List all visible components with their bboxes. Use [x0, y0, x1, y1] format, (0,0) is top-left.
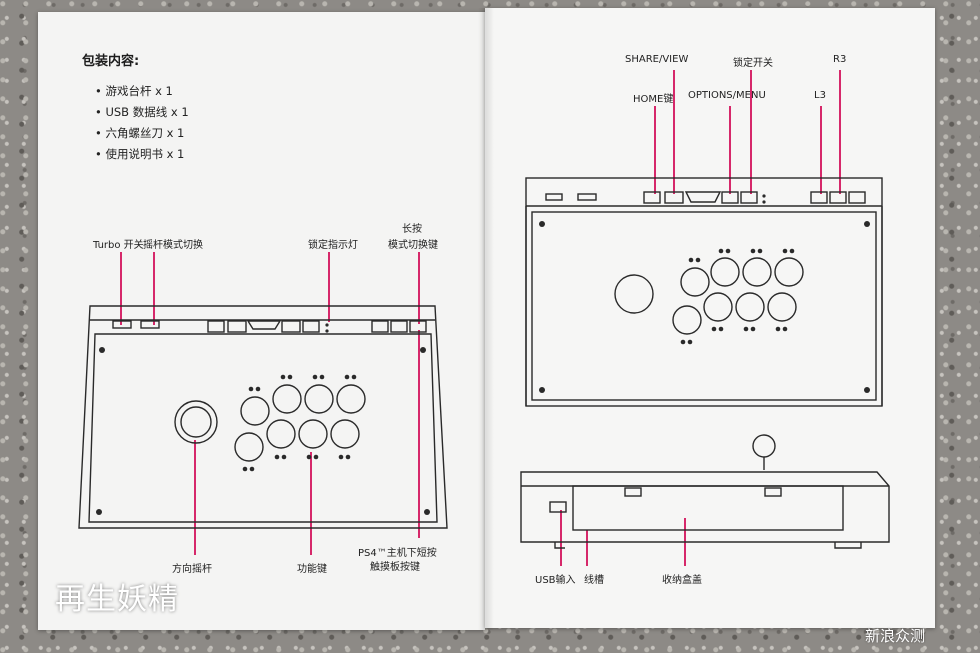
package-item: • 使用说明书 x 1 [95, 147, 185, 161]
callout-cable-slot [586, 530, 588, 566]
label-lock-switch: 锁定开关 [733, 58, 773, 69]
callout-home [654, 106, 656, 194]
package-item: • 六角螺丝刀 x 1 [95, 126, 185, 140]
callout-r3 [839, 70, 841, 194]
arcade-stick-top-diagram-right [525, 177, 883, 407]
label-ps4-short: PS4™主机下短按 [358, 548, 437, 559]
package-item: • USB 数据线 x 1 [95, 105, 189, 119]
label-cable-slot: 线槽 [584, 575, 604, 586]
label-touchpad: 触摸板按键 [370, 562, 420, 573]
callout-function-keys [310, 452, 312, 555]
label-l3: L3 [814, 90, 826, 101]
label-stick-mode: 摇杆模式切换 [143, 240, 203, 251]
label-share-view: SHARE/VIEW [625, 54, 689, 65]
callout-lock-light [328, 252, 330, 322]
watermark-text: 再生妖精 [55, 582, 179, 617]
label-usb-input: USB输入 [535, 575, 576, 586]
label-home: HOME键 [633, 94, 674, 105]
book-gutter [478, 8, 494, 630]
callout-turbo [120, 252, 122, 325]
package-title: 包装内容: [82, 54, 140, 69]
callout-joystick [194, 440, 196, 555]
label-storage-cover: 收纳盒盖 [662, 575, 702, 586]
arcade-stick-side-diagram [520, 434, 890, 549]
arcade-stick-top-diagram [78, 305, 448, 529]
label-function-keys: 功能键 [297, 564, 327, 575]
label-long-press: 长按 [402, 224, 422, 235]
callout-l3 [820, 106, 822, 194]
callout-usb-input [560, 510, 562, 566]
label-joystick: 方向摇杆 [172, 564, 212, 575]
callout-touchpad [418, 330, 420, 538]
callout-options-menu [729, 106, 731, 194]
callout-lock-switch [750, 70, 752, 194]
label-lock-light: 锁定指示灯 [308, 240, 358, 251]
callout-share-view [673, 70, 675, 194]
package-item: • 游戏台杆 x 1 [95, 84, 173, 98]
callout-mode-switch [418, 252, 420, 324]
callout-stick-mode [153, 252, 155, 325]
label-mode-switch: 模式切换键 [388, 240, 438, 251]
label-r3: R3 [833, 54, 847, 65]
label-turbo: Turbo 开关 [93, 240, 144, 251]
source-logo: 新浪众测 [865, 627, 926, 645]
label-options-menu: OPTIONS/MENU [688, 90, 766, 101]
